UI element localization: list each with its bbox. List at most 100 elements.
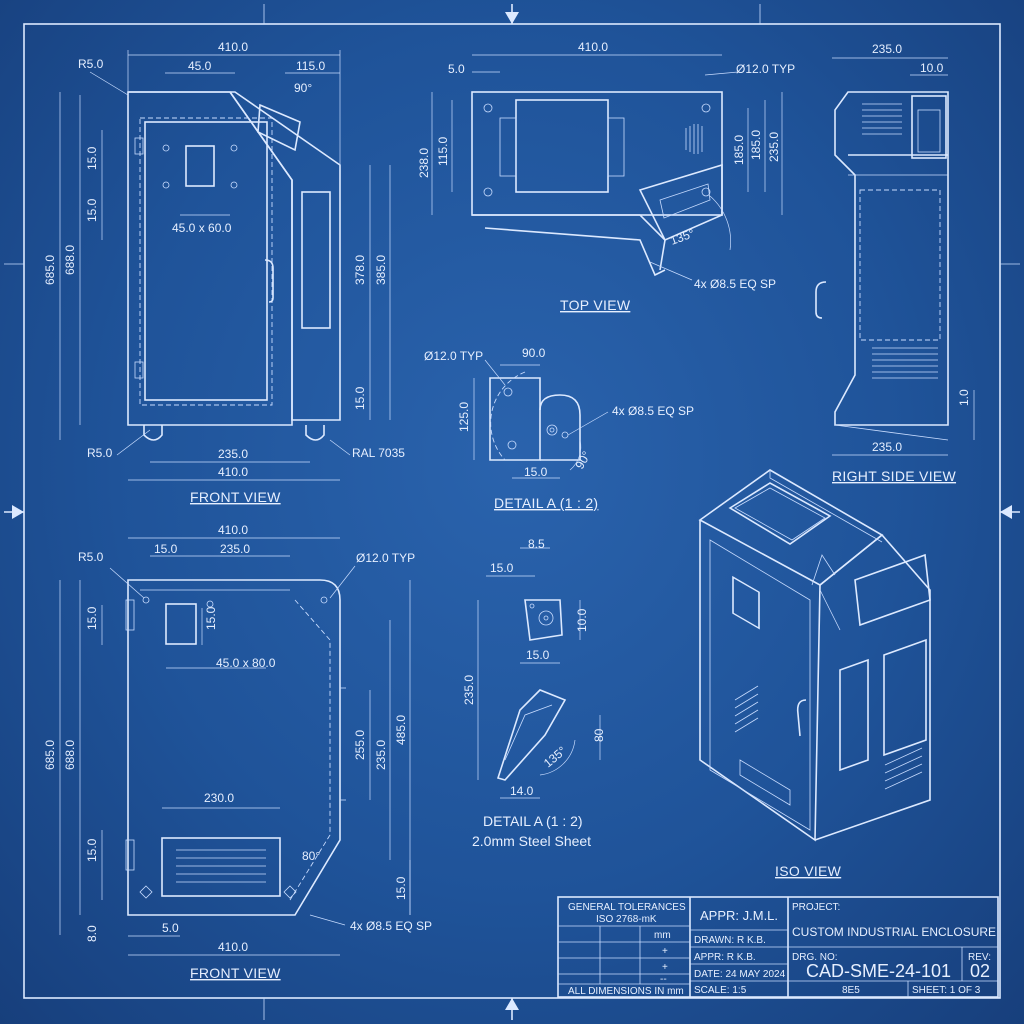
dim-label: 10.0 bbox=[920, 61, 944, 75]
dim-label: 15.0 bbox=[524, 465, 548, 479]
front-view-bottom-dimensions bbox=[59, 537, 411, 956]
front-view-top-labels: 410.0 45.0 115.0 R5.0 90° 15.0 15.0 45.0… bbox=[43, 40, 405, 505]
right-side-view bbox=[815, 91, 949, 441]
dim-label: 235.0 bbox=[872, 42, 902, 56]
view-label-right: RIGHT SIDE VIEW bbox=[832, 468, 957, 484]
tolerance-dash: -- bbox=[660, 974, 667, 985]
view-label-front-top: FRONT VIEW bbox=[190, 489, 281, 505]
dim-label: 235.0 bbox=[462, 675, 476, 705]
dim-label: 80 bbox=[592, 728, 606, 742]
dim-label: 185.0 bbox=[749, 130, 763, 160]
drawn-by: DRAWN: R K.B. bbox=[694, 935, 766, 946]
front-view-bottom-labels: 410.0 R5.0 15.0 235.0 Ø12.0 TYP 15.0 15.… bbox=[43, 523, 432, 981]
dim-label: 5.0 bbox=[448, 62, 465, 76]
dim-label: 15.0 bbox=[490, 561, 514, 575]
front-view-top bbox=[127, 91, 341, 441]
dim-label: 45.0 x 80.0 bbox=[216, 656, 276, 670]
dim-label: RAL 7035 bbox=[352, 446, 405, 460]
iso-view bbox=[698, 469, 931, 842]
dim-label: 385.0 bbox=[374, 255, 388, 285]
dim-label: 378.0 bbox=[353, 255, 367, 285]
dim-label: 485.0 bbox=[394, 715, 408, 745]
dim-label: 688.0 bbox=[63, 740, 77, 770]
top-view-labels: 410.0 5.0 Ø12.0 TYP 238.0 115.0 185.0 18… bbox=[417, 40, 795, 313]
dim-label: 135° bbox=[541, 743, 569, 770]
dim-label: 15.0 bbox=[85, 606, 99, 630]
top-view bbox=[471, 91, 723, 277]
dim-label: 15.0 bbox=[154, 542, 178, 556]
view-label-front-bottom: FRONT VIEW bbox=[190, 965, 281, 981]
detail-a-lower-title: DETAIL A (1 : 2) bbox=[483, 813, 583, 829]
dim-label: Ø12.0 TYP bbox=[424, 349, 483, 363]
material-note: 2.0mm Steel Sheet bbox=[472, 833, 591, 849]
dim-label: 410.0 bbox=[218, 40, 248, 54]
front-view-top-dimensions bbox=[59, 50, 391, 481]
dim-label: 4x Ø8.5 EQ SP bbox=[612, 404, 694, 418]
dim-label: 235.0 bbox=[220, 542, 250, 556]
dim-label: 185.0 bbox=[732, 135, 746, 165]
top-view-dimensions bbox=[431, 54, 783, 281]
dim-label: 125.0 bbox=[457, 402, 471, 432]
tolerance-standard: ISO 2768-mK bbox=[596, 914, 657, 925]
dim-label: 5.0 bbox=[162, 921, 179, 935]
right-side-view-labels: 235.0 10.0 1.0 235.0 RIGHT SIDE VIEW bbox=[832, 42, 971, 484]
dim-label: 235.0 bbox=[767, 132, 781, 162]
dim-label: 15.0 bbox=[85, 146, 99, 170]
sheet-number: SHEET: 1 OF 3 bbox=[912, 985, 981, 996]
project-name: CUSTOM INDUSTRIAL ENCLOSURE bbox=[792, 925, 996, 939]
dim-label: 80° bbox=[302, 849, 320, 863]
dim-label: 235.0 bbox=[218, 447, 248, 461]
dim-label: R5.0 bbox=[87, 446, 113, 460]
tolerance-plus-2: + bbox=[662, 962, 668, 973]
dim-label: 115.0 bbox=[296, 59, 325, 73]
title-block: GENERAL TOLERANCES ISO 2768-mK mm + + --… bbox=[557, 896, 999, 998]
dim-label: 230.0 bbox=[204, 791, 234, 805]
drawing-number: CAD-SME-24-101 bbox=[806, 961, 951, 981]
drawing-number-label: DRG. NO: bbox=[792, 952, 838, 963]
dim-label: 15.0 bbox=[204, 606, 218, 630]
dim-label: 15.0 bbox=[85, 198, 99, 222]
unit-cell: mm bbox=[654, 930, 671, 941]
dim-label: 255.0 bbox=[353, 730, 367, 760]
project-label: PROJECT: bbox=[792, 902, 840, 913]
dim-label: 15.0 bbox=[85, 838, 99, 862]
detail-a-upper-labels: Ø12.0 TYP 90.0 125.0 4x Ø8.5 EQ SP 15.0 … bbox=[424, 346, 694, 511]
dim-label: 238.0 bbox=[417, 148, 431, 178]
view-label-iso: ISO VIEW bbox=[775, 863, 842, 879]
dim-label: 688.0 bbox=[63, 245, 77, 275]
dim-label: R5.0 bbox=[78, 550, 104, 564]
dim-label: 410.0 bbox=[218, 465, 248, 479]
approver-big: APPR: J.M.L. bbox=[700, 908, 778, 923]
dim-label: 14.0 bbox=[510, 784, 534, 798]
dim-label: 235.0 bbox=[872, 440, 902, 454]
dim-label: Ø12.0 TYP bbox=[736, 62, 795, 76]
dim-label: 45.0 bbox=[188, 59, 212, 73]
detail-a-lower bbox=[477, 547, 601, 799]
dim-label: 235.0 bbox=[374, 740, 388, 770]
dim-label: 410.0 bbox=[218, 523, 248, 537]
revision-number: 02 bbox=[970, 961, 990, 981]
dim-label: Ø12.0 TYP bbox=[356, 551, 415, 565]
approved-by: APPR: R K.B. bbox=[694, 952, 756, 963]
dim-label: 8.5 bbox=[528, 537, 545, 551]
dim-label: 15.0 bbox=[394, 876, 408, 900]
dim-label: 685.0 bbox=[43, 255, 57, 285]
dim-label: 4x Ø8.5 EQ SP bbox=[350, 919, 432, 933]
detail-a-upper bbox=[473, 359, 609, 479]
dim-label: 10.0 bbox=[575, 608, 589, 632]
dim-label: 115.0 bbox=[436, 137, 450, 166]
drawing-scale: SCALE: 1:5 bbox=[694, 985, 747, 996]
revision-label: REV: bbox=[968, 952, 991, 963]
sheet-code: 8E5 bbox=[842, 985, 860, 996]
dim-label: R5.0 bbox=[78, 57, 104, 71]
dim-label: 90° bbox=[294, 81, 312, 95]
dim-label: 685.0 bbox=[43, 740, 57, 770]
dim-label: 410.0 bbox=[218, 940, 248, 954]
dim-label: 410.0 bbox=[578, 40, 608, 54]
dim-label: 1.0 bbox=[957, 389, 971, 406]
dim-label: 15.0 bbox=[353, 386, 367, 410]
view-label-detail-a-upper: DETAIL A (1 : 2) bbox=[494, 495, 598, 511]
dim-label: 8.0 bbox=[85, 925, 99, 942]
